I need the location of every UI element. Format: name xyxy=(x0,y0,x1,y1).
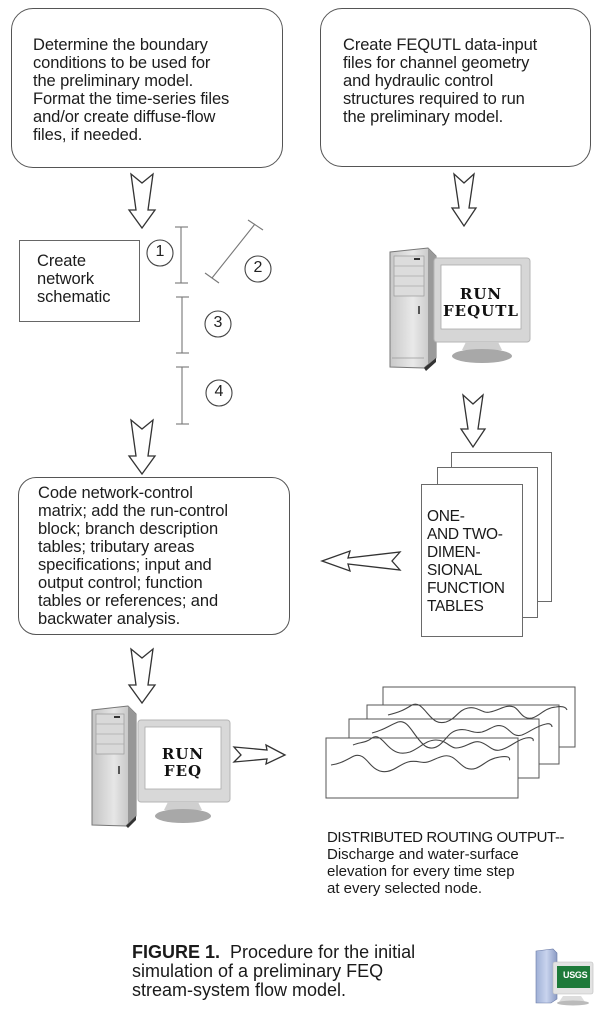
branch-3-marker xyxy=(204,310,232,338)
hydrograph-panel xyxy=(325,737,519,799)
usgs-logo-text: USGS xyxy=(563,970,588,980)
left-arrow-icon xyxy=(320,549,402,573)
computer-run-feq: RUN FEQ xyxy=(88,704,238,828)
text-line: matrix; add the run-control xyxy=(38,502,228,520)
caption-text: Procedure for the initial xyxy=(230,942,416,962)
hydrograph-curve xyxy=(330,754,511,773)
usgs-logo[interactable]: USGS xyxy=(533,947,595,1007)
branch-label-4: 4 xyxy=(214,383,224,400)
hydrograph-curve xyxy=(387,703,568,724)
branch-1-marker xyxy=(146,239,174,267)
text-line: files, if needed. xyxy=(33,126,143,144)
text-line: specifications; input and xyxy=(38,556,212,574)
text-line: FUNCTION xyxy=(427,580,505,597)
figure-label: FIGURE 1. xyxy=(132,942,221,962)
text-line: FEQUTL xyxy=(443,302,519,320)
text-line: Create xyxy=(37,252,86,270)
down-arrow-icon xyxy=(127,418,157,476)
fequtl-input-text: Create FEQUTL data-input files for chann… xyxy=(343,36,537,126)
network-schematic-box: Create network schematic xyxy=(19,240,140,322)
hydrograph-stack xyxy=(325,686,576,799)
text-line: ONE- xyxy=(427,508,465,525)
text-line: tables or references; and xyxy=(38,592,219,610)
monitor-icon xyxy=(433,257,531,363)
text-line: conditions to be used for xyxy=(33,54,211,72)
caption-line-3: stream-system flow model. xyxy=(132,980,347,1000)
text-line: the preliminary model. xyxy=(33,72,194,90)
text-line: Code network-control xyxy=(38,484,193,502)
branch-label-1: 1 xyxy=(155,243,165,260)
text-line: TABLES xyxy=(427,598,484,615)
text-line: FEQ xyxy=(163,762,203,780)
text-line: Discharge and water-surface xyxy=(327,846,519,863)
text-line: the preliminary model. xyxy=(343,108,504,126)
text-line: AND TWO- xyxy=(427,526,503,543)
output-description: DISTRIBUTED ROUTING OUTPUT-- Discharge a… xyxy=(327,829,565,897)
network-control-box: Code network-control matrix; add the run… xyxy=(18,477,290,635)
text-line: Create FEQUTL data-input xyxy=(343,36,538,54)
text-line: tables; tributary areas xyxy=(38,538,195,556)
figure-caption: FIGURE 1. Procedure for the initial simu… xyxy=(132,943,415,1000)
text-line: elevation for every time step xyxy=(327,863,515,880)
text-line: and/or create diffuse-flow xyxy=(33,108,216,126)
down-arrow-icon xyxy=(127,647,157,705)
down-arrow-icon xyxy=(450,172,478,228)
text-line: backwater analysis. xyxy=(38,610,181,628)
boundary-conditions-box: Determine the boundary conditions to be … xyxy=(11,8,283,168)
text-line: schematic xyxy=(37,288,111,306)
computer-tower-icon xyxy=(91,705,137,828)
branch-label-2: 2 xyxy=(253,259,263,276)
hydrograph-curve xyxy=(352,736,534,754)
function-table-page-front: ONE- AND TWO- DIMEN- SIONAL FUNCTION TAB… xyxy=(421,484,523,637)
output-heading: DISTRIBUTED ROUTING OUTPUT-- xyxy=(327,829,565,846)
text-line: RUN xyxy=(161,745,205,763)
network-schematic-text: Create network schematic xyxy=(37,252,110,306)
text-line: network xyxy=(37,270,95,288)
run-fequtl-screen-text: RUN FEQUTL xyxy=(441,286,521,320)
text-line: block; branch description xyxy=(38,520,219,538)
down-arrow-icon xyxy=(127,172,157,230)
fequtl-input-box: Create FEQUTL data-input files for chann… xyxy=(320,8,591,167)
hydrograph-curve xyxy=(371,721,553,749)
branch-2-marker xyxy=(244,255,272,283)
network-control-text: Code network-control matrix; add the run… xyxy=(38,484,228,628)
text-line: structures required to run xyxy=(343,90,525,108)
text-line: SIONAL xyxy=(427,562,483,579)
monitor-icon xyxy=(137,719,231,823)
text-line: files for channel geometry xyxy=(343,54,530,72)
text-line: RUN xyxy=(459,285,503,303)
text-line: Format the time-series files xyxy=(33,90,230,108)
text-line: output control; function xyxy=(38,574,203,592)
branch-label-3: 3 xyxy=(213,314,223,331)
branch-2-line xyxy=(211,223,256,279)
computer-run-fequtl: RUN FEQUTL xyxy=(388,246,538,371)
usgs-computer-icon xyxy=(535,948,594,1006)
schematic-branches xyxy=(146,219,272,425)
right-arrow-icon xyxy=(232,743,287,766)
text-line: Determine the boundary xyxy=(33,36,208,54)
branch-4-marker xyxy=(205,379,233,407)
text-line: at every selected node. xyxy=(327,880,483,897)
function-tables-text: ONE- AND TWO- DIMEN- SIONAL FUNCTION TAB… xyxy=(427,508,505,616)
caption-line-2: simulation of a preliminary FEQ xyxy=(132,961,384,981)
boundary-conditions-text: Determine the boundary conditions to be … xyxy=(33,36,229,144)
text-line: DIMEN- xyxy=(427,544,481,561)
run-feq-screen-text: RUN FEQ xyxy=(145,746,221,780)
text-line: and hydraulic control xyxy=(343,72,494,90)
down-arrow-icon xyxy=(459,393,487,449)
caption-line-1: FIGURE 1. Procedure for the initial xyxy=(132,943,415,962)
